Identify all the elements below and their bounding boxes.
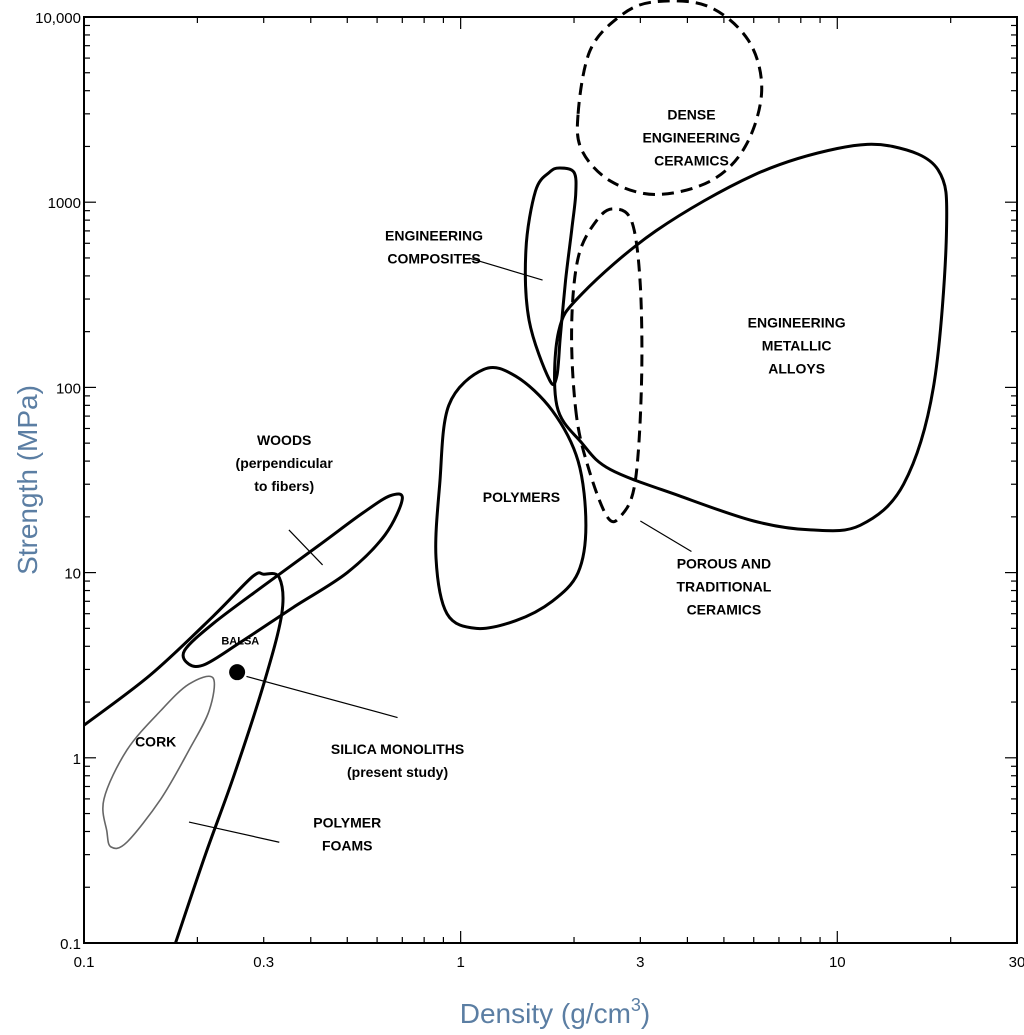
engineering-metallic-alloys-region [553,142,949,533]
polymers-label: POLYMERS [483,489,560,505]
porous-and-traditional-ceramics-region [570,207,644,524]
leader-lines [188,257,692,843]
region-labels: DENSE ENGINEERING CERAMICS ENGINEERING COMPO… [135,106,846,853]
woods-label-line: (perpendicular [236,455,334,471]
polymer-foams-label-line: POLYMER [313,815,381,831]
y-tick-label: 10,000 [35,10,81,27]
woods-label: WOODS (perpendicular to fibers) [236,432,334,494]
dense-engineering-ceramics-label: DENSE ENGINEERING CERAMICS [642,106,740,168]
dense-engineering-ceramics-label-line: CERAMICS [654,152,729,168]
polymer-foams-leader [188,821,280,843]
polymers-region [434,366,588,631]
engineering-metallic-alloys-label: ENGINEERING METALLIC ALLOYS [748,315,846,377]
woods-label-line: WOODS [257,432,311,448]
cork-region [102,675,216,850]
silica-monoliths-label-line: (present study) [347,764,448,780]
porous-and-traditional-ceramics-label-line: CERAMICS [687,602,762,618]
woods-label-line: to fibers) [254,478,314,494]
polymer-foams-region [83,571,285,944]
y-tick-label: 10 [64,566,81,583]
x-tick-label: 30 [1009,954,1024,971]
silica-monoliths-leader [246,675,398,719]
engineering-composites-region [523,166,578,387]
plot-frame [83,16,1018,944]
balsa-label-line: BALSA [221,635,259,647]
porous-and-traditional-ceramics-leader [640,520,692,553]
cork-label: CORK [135,734,176,750]
x-tick-label: 3 [636,954,644,971]
y-tick-label: 100 [56,380,81,397]
x-axis-title: Density (g/cm3) [460,995,651,1029]
engineering-composites-label: ENGINEERING COMPOSITES [385,228,483,267]
dense-engineering-ceramics-label-line: ENGINEERING [642,129,740,145]
x-tick-label: 0.3 [253,954,274,971]
engineering-composites-label-line: ENGINEERING [385,228,483,244]
porous-and-traditional-ceramics-label: POROUS AND TRADITIONAL CERAMICS [676,556,771,618]
x-tick-label: 0.1 [74,954,95,971]
x-tick-label: 1 [456,954,464,971]
y-tick-label: 1000 [48,195,81,212]
engineering-composites-label-line: COMPOSITES [387,251,480,267]
balsa-label: BALSA [221,635,259,647]
engineering-composites-leader [468,257,543,281]
polymer-foams-label: POLYMER FOAMS [313,815,381,854]
y-tick-label: 0.1 [60,936,81,953]
silica-monoliths-point [229,664,246,681]
engineering-metallic-alloys-label-line: ENGINEERING [748,315,846,331]
polymers-label-line: POLYMERS [483,489,560,505]
engineering-metallic-alloys-label-line: ALLOYS [768,361,825,377]
axis-ticks [83,17,1018,944]
silica-monoliths-label-line: SILICA MONOLITHS [331,741,464,757]
tick-labels: 0.1 0.3 1 3 10 30 0.1 1 10 100 1000 10,000 [35,10,1024,971]
data-points [229,664,246,681]
woods-region [181,492,404,668]
woods-leader [288,529,324,566]
porous-and-traditional-ceramics-label-line: POROUS AND [677,556,771,572]
x-tick-label: 10 [829,954,846,971]
material-regions [83,0,949,944]
porous-and-traditional-ceramics-label-line: TRADITIONAL [676,579,771,595]
dense-engineering-ceramics-region [575,0,764,196]
dense-engineering-ceramics-label-line: DENSE [667,106,715,122]
y-axis-title: Strength (MPa) [12,385,43,575]
cork-label-line: CORK [135,734,176,750]
polymer-foams-label-line: FOAMS [322,838,373,854]
y-tick-label: 1 [73,751,81,768]
silica-monoliths-label: SILICA MONOLITHS (present study) [331,741,464,780]
engineering-metallic-alloys-label-line: METALLIC [762,338,832,354]
